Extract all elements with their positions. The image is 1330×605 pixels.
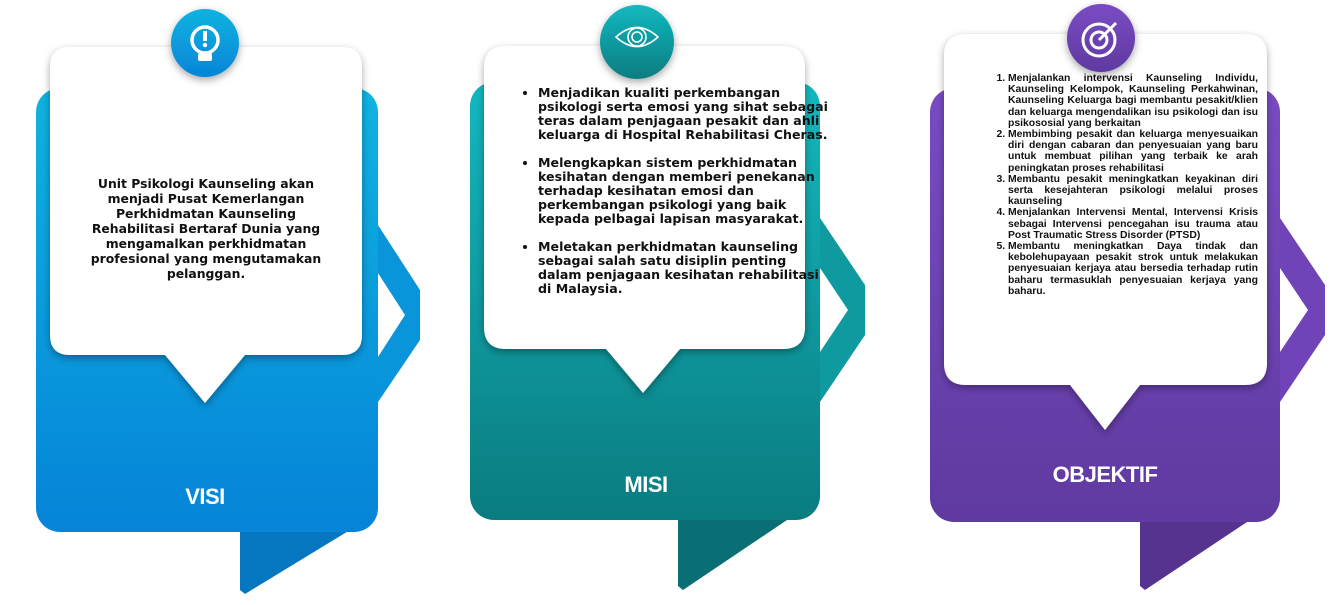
lightbulb-icon (190, 25, 220, 61)
objektif-item: Membantu pesakit meningkatkan keyakinan … (1008, 174, 1258, 208)
misi-list: Menjadikan kualiti perkembangan psikolog… (510, 86, 828, 310)
visi-card-shape (36, 9, 420, 594)
objektif-item: Membimbing pesakit dan keluarga menyesua… (1008, 129, 1258, 174)
objektif-card-shape (930, 4, 1325, 590)
visi-text: Unit Psikologi Kaunseling akan menjadi P… (90, 176, 322, 281)
objektif-list: Menjalankan intervensi Kaunseling Indivi… (982, 73, 1258, 297)
visi-title: VISI (185, 484, 225, 509)
objektif-item: Menjalankan Intervensi Mental, Intervens… (1008, 207, 1258, 241)
misi-item: Menjadikan kualiti perkembangan psikolog… (538, 86, 828, 142)
target-icon (1081, 21, 1118, 58)
misi-item: Melengkapkan sistem perkhidmatan kesihat… (538, 156, 828, 226)
misi-title: MISI (624, 472, 668, 497)
misi-item: Meletakan perkhidmatan kaunseling sebaga… (538, 240, 828, 296)
objektif-title: OBJEKTIF (1052, 462, 1158, 487)
eye-gear-icon (614, 26, 660, 48)
objektif-item: Membantu meningkatkan Daya tindak dan ke… (1008, 241, 1258, 297)
objektif-item: Menjalankan intervensi Kaunseling Indivi… (1008, 73, 1258, 129)
